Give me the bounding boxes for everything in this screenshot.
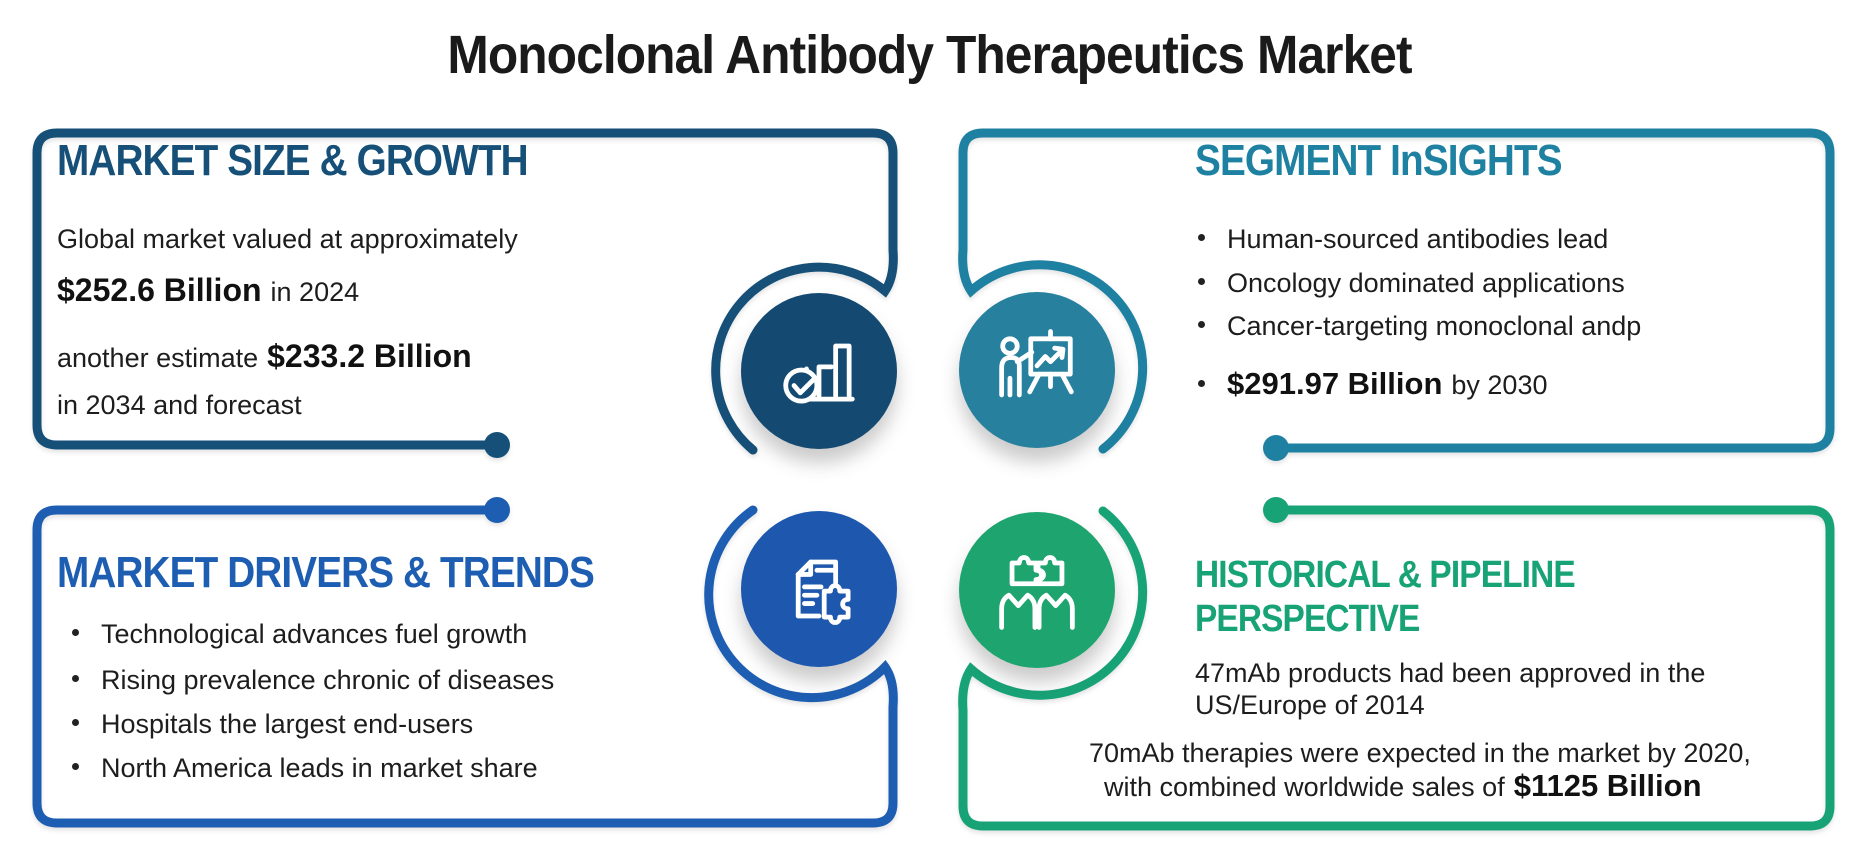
segment-bullet-1-text: Human-sourced antibodies lead bbox=[1227, 224, 1609, 254]
market-size-estimate-prefix: another estimate bbox=[57, 343, 259, 373]
historical-heading-line2: PERSPECTIVE bbox=[1195, 598, 1420, 640]
bullet-dot-icon bbox=[1198, 278, 1205, 285]
segment-insights-heading: SEGMENT InSIGHTS bbox=[1195, 136, 1563, 185]
market-drivers-panel-border bbox=[32, 505, 898, 828]
market-size-value-suffix: in 2024 bbox=[270, 277, 360, 307]
segment-bullet-3-text: Cancer-targeting monoclonal andp bbox=[1227, 311, 1642, 341]
drivers-bullet-2-text: Rising prevalence chronic of diseases bbox=[101, 665, 555, 695]
historical-para2-value: $1125 Billion bbox=[1513, 768, 1702, 803]
bullet-dot-icon bbox=[72, 629, 79, 636]
segment-insights-connector-dot bbox=[1263, 435, 1289, 461]
hands-puzzle-icon bbox=[999, 555, 1075, 630]
drivers-bullet-4-text: North America leads in market share bbox=[101, 753, 538, 783]
drivers-bullet-3-text: Hospitals the largest end-users bbox=[101, 709, 474, 739]
segment-value: $291.97 Billion bbox=[1227, 366, 1443, 401]
drivers-bullet-4: North America leads in market share bbox=[72, 753, 538, 784]
segment-value-bullet: $291.97 Billion by 2030 bbox=[1198, 366, 1547, 402]
drivers-bullet-2: Rising prevalence chronic of diseases bbox=[72, 665, 554, 696]
bullet-dot-icon bbox=[1198, 234, 1205, 241]
segment-insights-icon-circle bbox=[959, 292, 1115, 448]
market-size-line1: Global market valued at approximately bbox=[57, 224, 518, 254]
segment-insights-panel-border bbox=[958, 128, 1835, 454]
market-size-icon-circle bbox=[741, 293, 897, 449]
historical-para2-line1: 70mAb therapies were expected in the mar… bbox=[1089, 738, 1751, 768]
market-drivers-icon-circle bbox=[741, 511, 897, 667]
historical-para2-prefix: with combined worldwide sales of bbox=[1104, 772, 1505, 802]
segment-bullet-2: Oncology dominated applications bbox=[1198, 268, 1625, 299]
document-puzzle-icon bbox=[795, 559, 851, 625]
market-drivers-heading: MARKET DRIVERS & TRENDS bbox=[57, 548, 595, 597]
presentation-growth-icon bbox=[999, 329, 1074, 398]
market-drivers-connector-dot bbox=[484, 497, 510, 523]
bullet-dot-icon bbox=[1198, 380, 1205, 387]
bar-chart-check-icon bbox=[783, 343, 855, 404]
historical-para2-line2: with combined worldwide sales of $1125 B… bbox=[1104, 768, 1702, 804]
segment-bullet-3: Cancer-targeting monoclonal andp bbox=[1198, 311, 1641, 342]
bullet-dot-icon bbox=[72, 675, 79, 682]
historical-heading-line1: HISTORICAL & PIPELINE bbox=[1195, 554, 1576, 596]
bullet-dot-icon bbox=[1198, 321, 1205, 328]
segment-bullet-2-text: Oncology dominated applications bbox=[1227, 268, 1625, 298]
bullet-dot-icon bbox=[72, 763, 79, 770]
market-size-panel-border bbox=[32, 128, 898, 455]
historical-pipeline-connector-dot bbox=[1263, 497, 1289, 523]
market-size-heading: MARKET SIZE & GROWTH bbox=[57, 136, 529, 185]
bullet-dot-icon bbox=[72, 719, 79, 726]
market-size-estimate-line: another estimate $233.2 Billion bbox=[57, 338, 472, 375]
historical-pipeline-icon-circle bbox=[959, 512, 1115, 668]
market-size-value: $252.6 Billion bbox=[57, 272, 262, 308]
segment-value-suffix: by 2030 bbox=[1451, 370, 1548, 400]
historical-para1-line1: 47mAb products had been approved in the bbox=[1195, 658, 1706, 688]
market-size-line3: in 2034 and forecast bbox=[57, 390, 302, 420]
segment-bullet-1: Human-sourced antibodies lead bbox=[1198, 224, 1608, 255]
historical-para1-line2: US/Europe of 2014 bbox=[1195, 690, 1425, 720]
market-size-connector-dot bbox=[484, 432, 510, 458]
market-size-value-line: $252.6 Billion in 2024 bbox=[57, 272, 359, 309]
market-size-value2: $233.2 Billion bbox=[267, 338, 472, 374]
drivers-bullet-1-text: Technological advances fuel growth bbox=[101, 619, 528, 649]
page-title: Monoclonal Antibody Therapeutics Market bbox=[447, 25, 1412, 85]
drivers-bullet-1: Technological advances fuel growth bbox=[72, 619, 527, 650]
drivers-bullet-3: Hospitals the largest end-users bbox=[72, 709, 473, 740]
historical-pipeline-panel-border bbox=[958, 505, 1835, 831]
